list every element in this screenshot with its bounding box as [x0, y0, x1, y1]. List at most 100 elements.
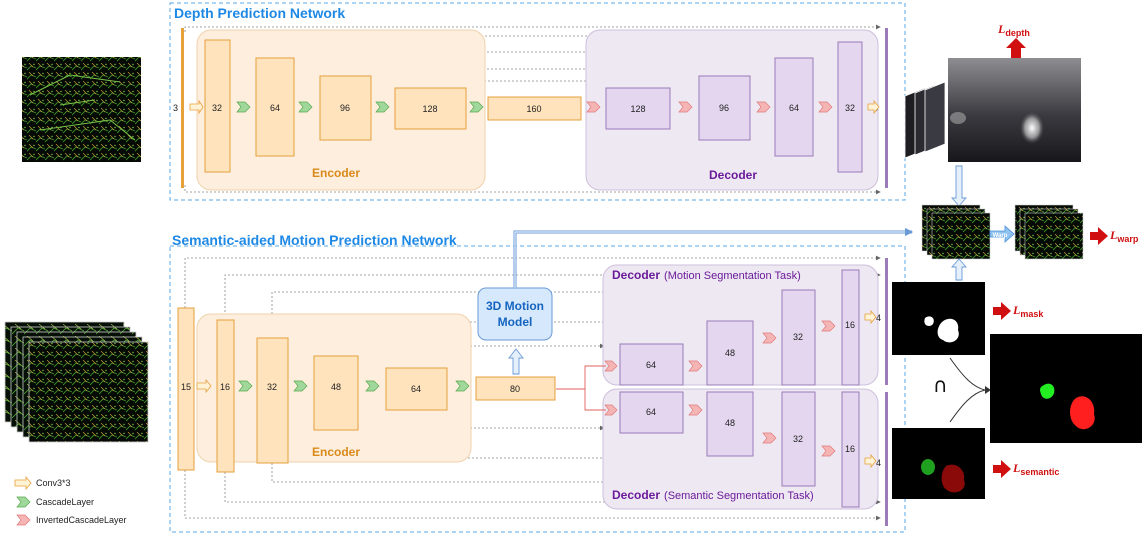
motion-encoder-block-3 — [313, 355, 359, 431]
depth-encoder-block-1 — [204, 39, 231, 173]
motion-network-title: Semantic-aided Motion Prediction Network — [172, 232, 457, 248]
depth-decoder-block-1 — [605, 87, 671, 130]
motion-encoder-block-1-label: 16 — [220, 382, 230, 392]
depth-decoder-label: Decoder — [709, 168, 757, 182]
depth-encoder-block-2 — [255, 57, 295, 157]
intersection-lines — [949, 357, 986, 423]
motion-model-label-line2: Model — [498, 315, 533, 329]
depth-inverted-1 — [586, 101, 601, 113]
semantic-inverted-4 — [821, 445, 836, 457]
motion-network-frame — [169, 245, 906, 533]
depth-output-spot-2 — [950, 112, 966, 124]
depth-loss-label: Ldepth — [997, 22, 1030, 38]
depth-input-bar — [181, 28, 184, 188]
motion-output-channels: 4 — [876, 313, 881, 323]
depth-encoder-block-5-label: 160 — [526, 104, 541, 114]
motion-decoder-block-4-label: 16 — [845, 320, 855, 330]
motion-conv-arrow-in — [196, 378, 212, 394]
semantic-inverted-1 — [604, 404, 618, 416]
depth-decoder-block-3 — [774, 57, 814, 157]
motion-encoder-block-4-label: 64 — [411, 384, 421, 394]
motion-cascade-2 — [293, 380, 308, 392]
motion-encoder-block-5-label: 80 — [510, 384, 520, 394]
semantic-loss-arrow — [993, 460, 1011, 478]
depth-map-stack — [904, 81, 946, 159]
depth-decoder-block-1-label: 128 — [630, 104, 645, 114]
depth-inverted-3 — [756, 101, 771, 113]
semantic-decoder-block-1 — [619, 391, 684, 434]
motion-conv-arrow-out — [864, 309, 877, 325]
semantic-inverted-2 — [688, 404, 703, 416]
mask-blob-1 — [937, 318, 959, 343]
depth-encoder-block-3 — [319, 75, 372, 141]
depth-cascade-3 — [375, 101, 390, 113]
motion-model-input-arrow — [508, 348, 524, 375]
combined-green-blob — [1040, 383, 1055, 399]
warp-label: Warp — [993, 233, 1008, 239]
semantic-decoder-block-1-label: 64 — [646, 407, 656, 417]
depth-cascade-1 — [236, 101, 251, 113]
motion-decoder-heading: Decoder(Motion Segmentation Task) — [612, 268, 801, 282]
motion-decoder-block-1-label: 64 — [646, 360, 656, 370]
motion-layer-connectors — [196, 309, 877, 469]
depth-encoder-block-4 — [394, 87, 467, 130]
motion-encoder-block-2 — [256, 337, 289, 464]
semantic-decoder-block-3 — [781, 391, 816, 487]
semantic-conv-arrow-out — [864, 453, 877, 469]
motion-encoder-block-5 — [475, 376, 556, 401]
semantic-decoder-heading: Decoder(Semantic Segmentation Task) — [612, 488, 814, 502]
warp-input-stack — [921, 204, 991, 260]
depth-conv-arrow-in — [189, 99, 204, 115]
semantic-green-blob — [921, 459, 935, 475]
motion-input-block — [177, 307, 195, 471]
mask-loss-label: Lmask — [1012, 303, 1044, 319]
branch-to-semantic-decoder — [556, 388, 606, 411]
depth-output-image — [948, 58, 1081, 162]
intersection-symbol: ∩ — [933, 373, 948, 397]
semantic-output-channels: 4 — [876, 458, 881, 468]
depth-layer-connectors — [189, 99, 880, 115]
branch-to-motion-decoder — [556, 365, 606, 390]
depth-inverted-2 — [678, 101, 693, 113]
mask-loss-arrow — [993, 302, 1011, 320]
depth-network-title: Depth Prediction Network — [174, 5, 345, 21]
depth-cascade-2 — [298, 101, 313, 113]
warp-loss-label: Lwarp — [1109, 228, 1139, 244]
depth-loss-arrow — [1006, 38, 1026, 58]
semantic-output-bar — [885, 392, 888, 526]
legend-conv-label: Conv3*3 — [36, 478, 71, 488]
motion-input-stack — [4, 321, 149, 443]
motion-model-to-warp-arrow — [514, 227, 914, 288]
combined-output-image — [990, 334, 1142, 443]
semantic-output-image — [892, 428, 985, 499]
depth-decoder-block-4-label: 32 — [845, 103, 855, 113]
motion-decoder-block-2 — [706, 320, 754, 386]
motion-inverted-4 — [821, 320, 836, 332]
depth-decoder-block-4 — [837, 41, 863, 173]
motion-decoder-block-2-label: 48 — [725, 348, 735, 358]
legend-cascade-icon — [16, 496, 31, 508]
warp-arrow — [989, 225, 1015, 243]
motion-inverted-2 — [688, 360, 703, 372]
depth-encoder-label: Encoder — [312, 166, 360, 180]
semantic-decoder-block-2 — [706, 391, 754, 457]
depth-encoder-block-3-label: 96 — [340, 103, 350, 113]
depth-decoder-block-2 — [698, 75, 751, 141]
motion-encoder-block-3-label: 48 — [331, 382, 341, 392]
legend-cascade-label: CascadeLayer — [36, 497, 94, 507]
motion-output-bar — [885, 258, 888, 385]
semantic-inverted-3 — [762, 432, 777, 444]
semantic-red-blob — [941, 464, 965, 493]
depth-input-channels: 3 — [173, 103, 178, 113]
legend-inverted-icon — [16, 514, 31, 526]
depth-encoder-block-2-label: 64 — [270, 103, 280, 113]
motion-encoder-label: Encoder — [312, 445, 360, 459]
motion-encoder-block-4 — [385, 367, 448, 411]
motion-encoder-block-2-label: 32 — [267, 382, 277, 392]
depth-encoder-block-5 — [487, 96, 582, 121]
depth-encoder-block-4-label: 128 — [422, 104, 437, 114]
depth-encoder-block-1-label: 32 — [212, 103, 222, 113]
semantic-decoder-block-4-label: 16 — [845, 444, 855, 454]
motion-decoder-block-4 — [841, 269, 860, 386]
